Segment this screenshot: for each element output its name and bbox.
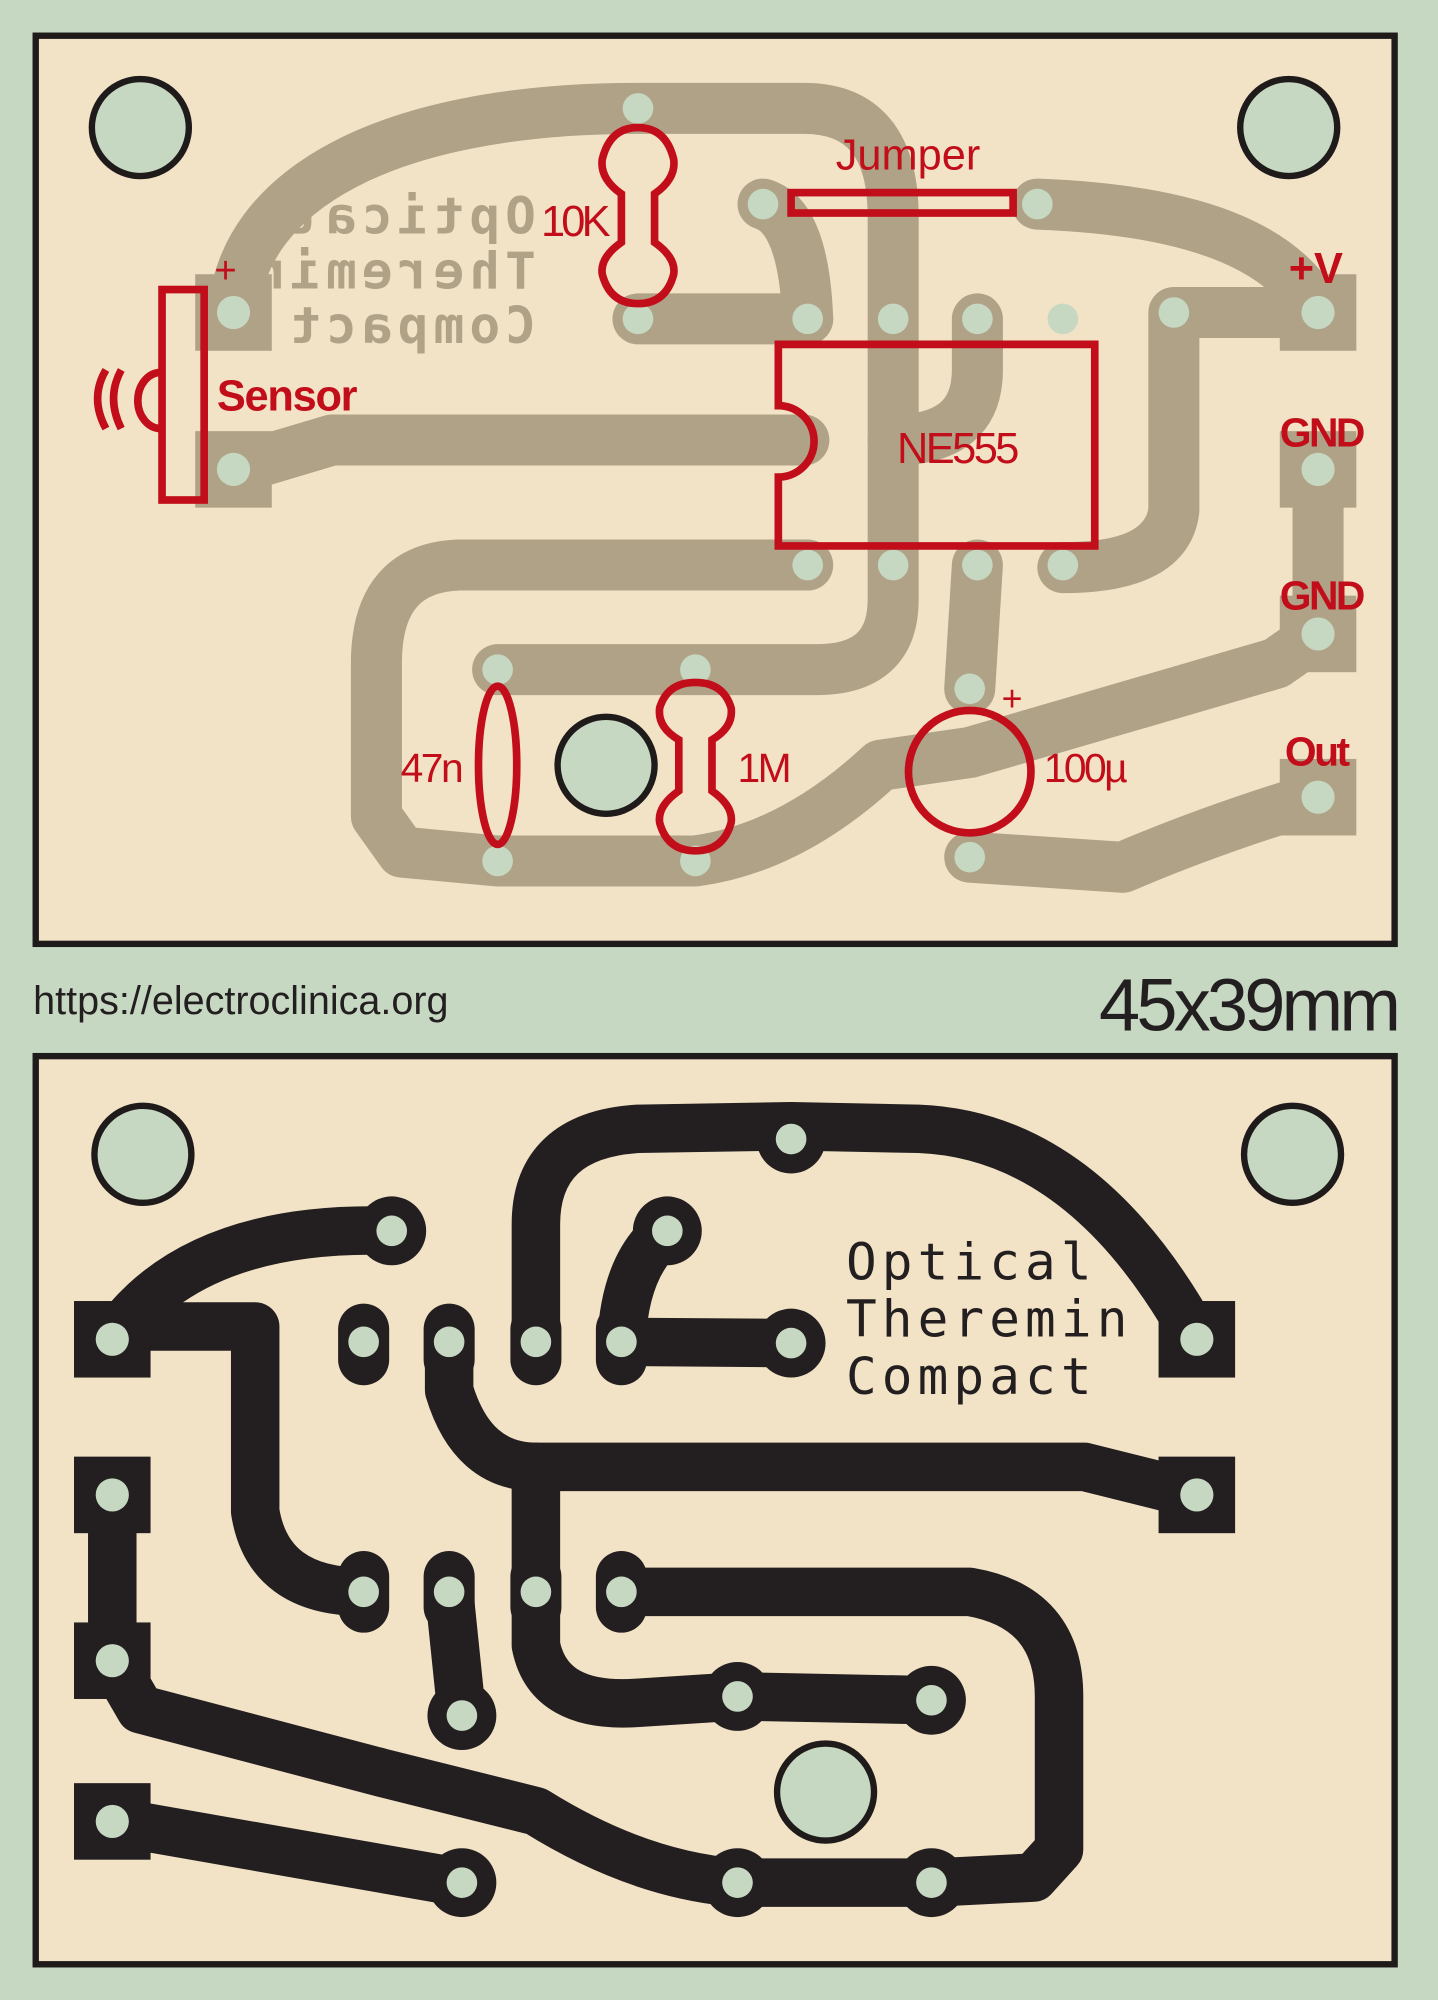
top-pads xyxy=(216,93,1335,877)
out-label: Out xyxy=(1285,728,1351,774)
mounting-hole xyxy=(88,75,193,180)
c2-label: 100µ xyxy=(1044,745,1127,791)
mounting-hole xyxy=(1240,1102,1345,1206)
resistor-10k-outline xyxy=(598,123,678,308)
capacitor-47n-outline xyxy=(474,682,521,849)
component-labels: + 10K Jumper Sensor NE555 +V GND GND Out… xyxy=(214,132,1366,791)
mounting-hole xyxy=(554,713,658,817)
gnd1-label: GND xyxy=(1280,409,1364,455)
bottom-pads xyxy=(95,1123,1214,1898)
capacitor-100u-outline xyxy=(904,706,1035,837)
sensor-label: Sensor xyxy=(217,373,358,421)
jumper-label: Jumper xyxy=(836,132,981,180)
sensor-outline xyxy=(158,285,208,504)
resistor-1m-outline xyxy=(655,678,736,855)
svg-text:Compact: Compact xyxy=(846,1348,1097,1407)
website-url[interactable]: https://electroclinica.org xyxy=(33,979,448,1023)
sensor-wave-icon xyxy=(93,367,162,433)
r2-label: 1M xyxy=(738,745,790,791)
svg-text:Compact: Compact xyxy=(285,297,536,356)
svg-text:Optical: Optical xyxy=(846,1233,1097,1292)
bottom-title: Optical Theremin Compact xyxy=(846,1233,1133,1407)
top-board-component-side: Optical Theremin Compact + 10K Jumper Se… xyxy=(32,32,1398,948)
silkscreen xyxy=(93,123,1099,855)
c2-plus-label: + xyxy=(1002,678,1023,718)
mounting-hole xyxy=(1237,75,1341,180)
ne555-outline xyxy=(774,340,1099,550)
svg-text:Theremin: Theremin xyxy=(249,242,536,301)
board-size-label: 45x39mm xyxy=(1099,964,1397,1047)
bottom-board-copper-side: Optical Theremin Compact xyxy=(32,1052,1398,1968)
sensor-plus-label: + xyxy=(214,249,236,292)
c1-label: 47n xyxy=(401,745,462,791)
svg-text:Theremin: Theremin xyxy=(846,1291,1133,1350)
mounting-hole xyxy=(91,1102,195,1206)
ic-label: NE555 xyxy=(897,425,1018,473)
mirrored-title: Optical Theremin Compact xyxy=(249,187,536,356)
r1-label: 10K xyxy=(541,198,611,246)
svg-text:Optical: Optical xyxy=(285,187,536,246)
mounting-hole xyxy=(773,1740,878,1844)
vplus-label: +V xyxy=(1289,245,1343,293)
gnd2-label: GND xyxy=(1280,573,1364,619)
jumper-outline xyxy=(787,188,1017,217)
